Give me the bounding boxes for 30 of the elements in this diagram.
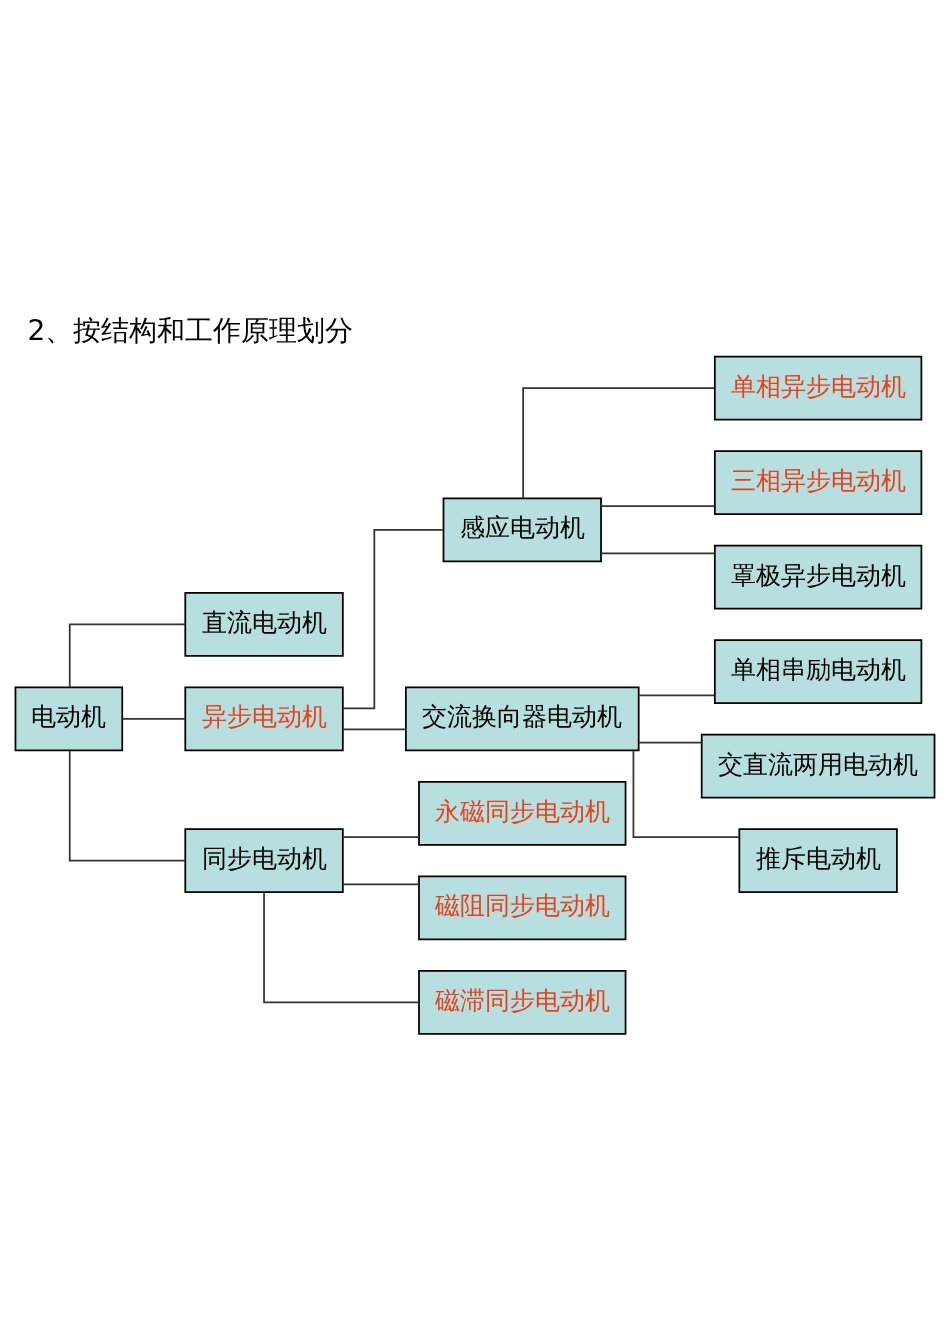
connector [638, 693, 716, 696]
connector [342, 528, 444, 709]
node-box: 同步电动机 [184, 827, 344, 893]
connector [600, 552, 716, 554]
node-box: 磁滞同步电动机 [418, 969, 627, 1035]
node-box: 直流电动机 [184, 591, 344, 657]
connector [342, 728, 407, 730]
connector [263, 891, 420, 1003]
connector [342, 882, 420, 885]
diagram-title: 2、按结构和工作原理划分 [27, 313, 354, 347]
node-box: 交直流两用电动机 [700, 733, 936, 799]
node-box: 异步电动机 [184, 686, 344, 751]
connector [68, 623, 186, 688]
connector [638, 741, 703, 743]
connector [632, 749, 741, 838]
node-box: 感应电动机 [442, 496, 602, 562]
connector [68, 749, 186, 862]
node-box: 单相串励电动机 [713, 638, 923, 704]
connector [522, 386, 715, 499]
connector [600, 504, 716, 507]
node-box: 推斥电动机 [738, 827, 898, 893]
node-box: 三相异步电动机 [713, 449, 923, 515]
node-box: 单相异步电动机 [713, 355, 923, 420]
connector [342, 835, 420, 838]
node-box: 电动机 [14, 686, 124, 751]
node-box: 交流换向器电动机 [404, 686, 640, 751]
node-box: 磁阻同步电动机 [418, 875, 627, 940]
node-box: 罩极异步电动机 [713, 544, 923, 609]
connector [121, 717, 186, 720]
node-box: 永磁同步电动机 [418, 780, 627, 846]
